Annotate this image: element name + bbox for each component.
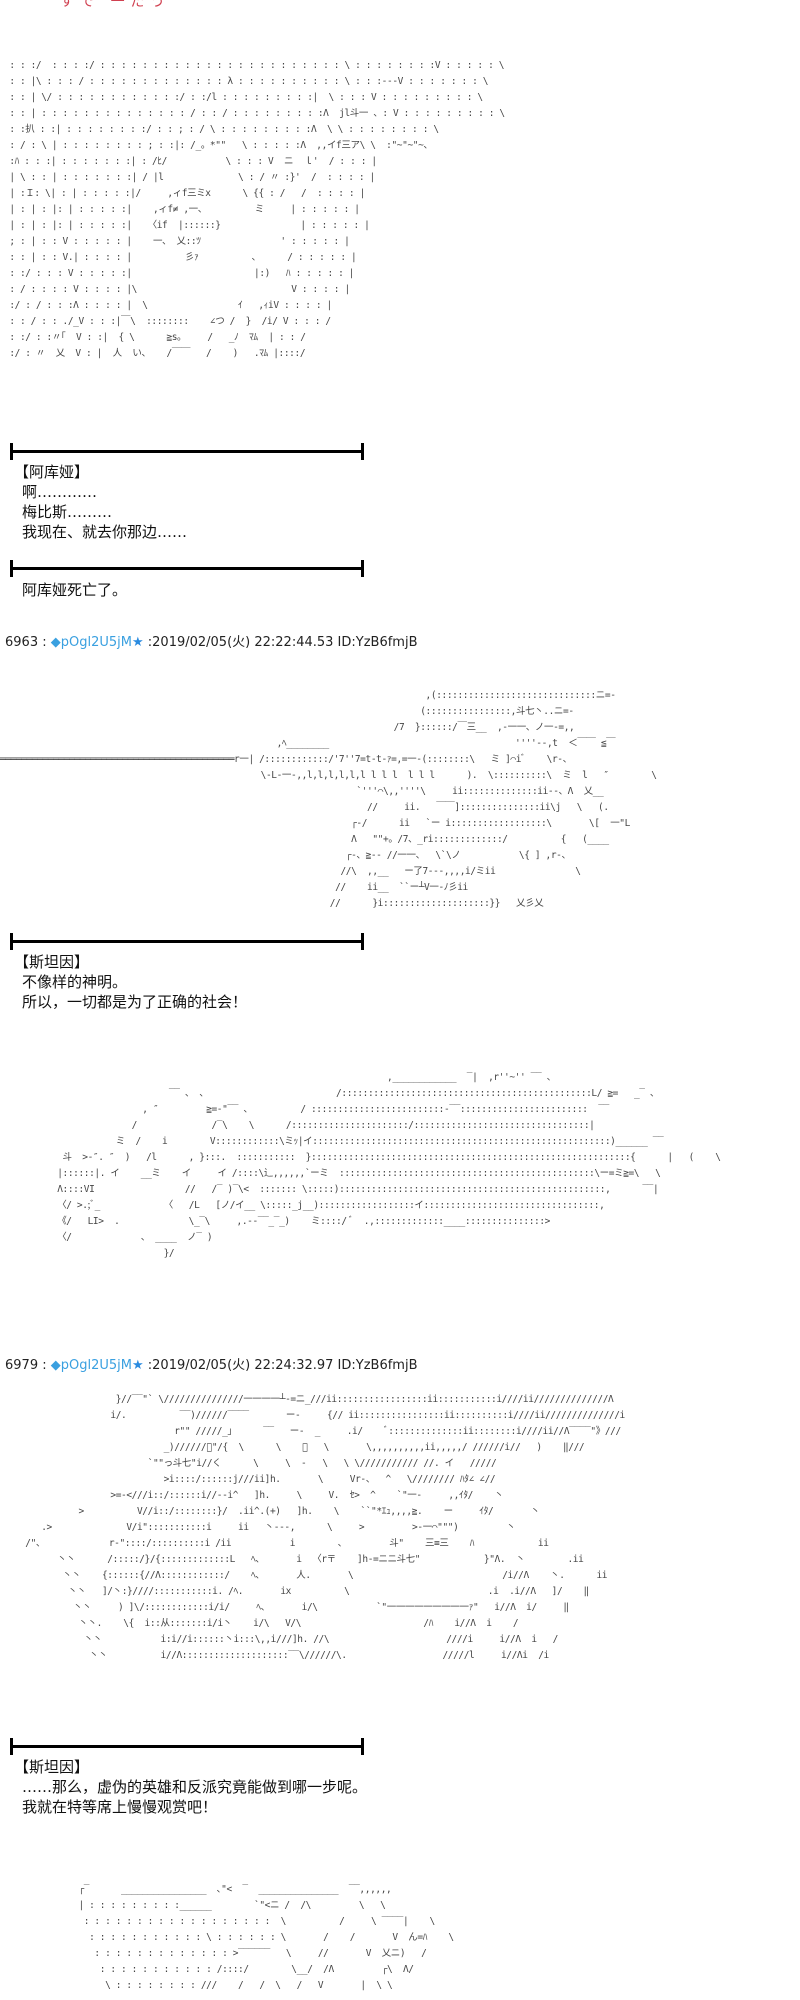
speaker-name: 【斯坦因】 [14, 1758, 90, 1776]
dialogue-line: 梅比斯……… [22, 503, 113, 521]
top-fragment-text: すで 一だう [60, 0, 171, 10]
post-header: 6963 : ◆pOgl2U5jM★ :2019/02/05(火) 22:22:… [5, 634, 418, 652]
dialogue-line: 我就在特等席上慢慢观赏吧！ [22, 1798, 218, 1816]
dialogue-line: 啊………… [22, 483, 98, 501]
separator: : [38, 635, 51, 650]
post-header: 6979 : ◆pOgl2U5jM★ :2019/02/05(火) 22:24:… [5, 1357, 418, 1375]
speaker-name: 【阿库娅】 [14, 463, 90, 481]
star-icon: ★ [131, 1358, 144, 1373]
narration-line: 阿库娅死亡了。 [22, 581, 128, 599]
ascii-art-fallen-figure: ,____________ ‾| ,r''~'' ‾‾ 、 ‾‾ 、 、 /::… [57, 1072, 721, 1259]
speaker-name: 【斯坦因】 [14, 953, 90, 971]
post-number: 6963 [5, 635, 39, 650]
star-icon: ★ [131, 635, 144, 650]
divider [10, 933, 364, 950]
dialogue-line: 所以，一切都是为了正确的社会！ [22, 993, 248, 1011]
dialogue-line: 我现在、就去你那边…… [22, 523, 188, 541]
separator: : [38, 1358, 51, 1373]
ascii-art-cannon: ,(::::::::::::::::::::::::::::::ニ=- (:::… [0, 690, 657, 909]
post-date-id: :2019/02/05(火) 22:22:44.53 ID:YzB6fmjB [143, 635, 418, 650]
dialogue-line: ……那么，虚伪的英雄和反派究竟能做到哪一步呢。 [22, 1778, 368, 1796]
divider [10, 560, 364, 577]
author-trip-link[interactable]: ◆pOgl2U5jM [50, 1358, 132, 1373]
post-number: 6979 [5, 1358, 39, 1373]
ascii-art-aqua-crying: : : :/ : : : :/ : : : : : : : : : : : : … [9, 60, 505, 359]
divider [10, 443, 364, 460]
ascii-art-stein: }//‾‾"` \///////////////一一一一┴-=ニ_///ii::… [25, 1394, 625, 1661]
ascii-art-next-scene: ┌‾ ________________ ､"< ‾ ______________… [78, 1884, 454, 1991]
post-date-id: :2019/02/05(火) 22:24:32.97 ID:YzB6fmjB [143, 1358, 418, 1373]
author-trip-link[interactable]: ◆pOgl2U5jM [50, 635, 132, 650]
dialogue-line: 不像样的神明。 [22, 973, 128, 991]
divider [10, 1738, 364, 1755]
